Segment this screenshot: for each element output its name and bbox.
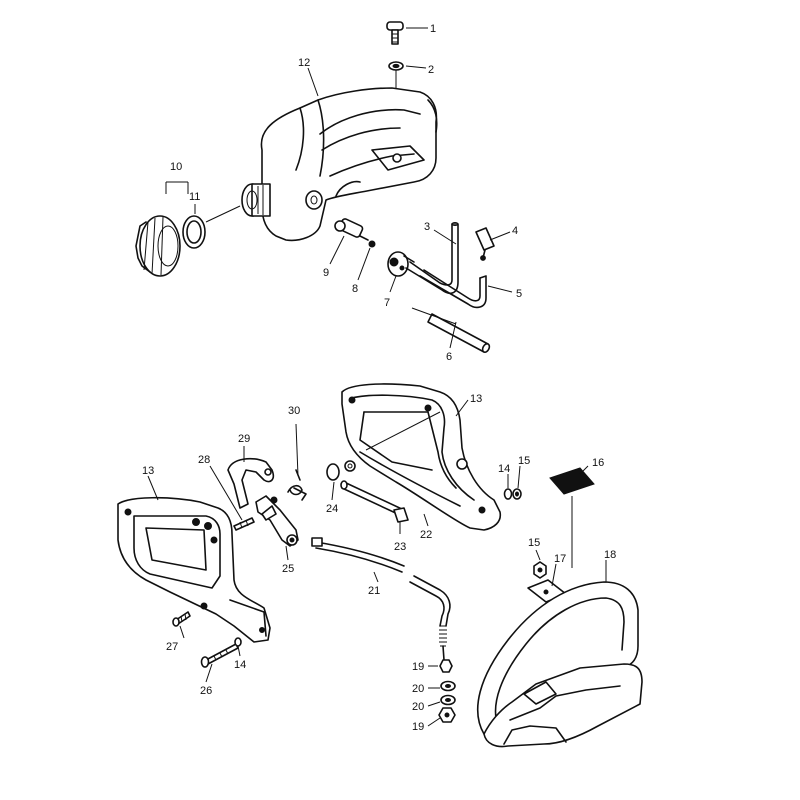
- callout-14-right: 14: [498, 463, 510, 475]
- callout-30: 30: [288, 405, 300, 417]
- callout-14-left: 14: [234, 659, 246, 671]
- callout-13-left: 13: [142, 465, 154, 477]
- callout-20-upper: 20: [412, 683, 424, 695]
- callout-11: 11: [189, 191, 200, 203]
- screw-part-27: [172, 611, 191, 627]
- throttle-cable-part-21: [311, 537, 451, 661]
- nut-part-15-lower: [533, 561, 547, 579]
- pin-part-28: [233, 517, 255, 531]
- callout-23: 23: [394, 541, 406, 553]
- nut-part-15-upper: [512, 488, 522, 500]
- callout-21: 21: [368, 585, 380, 597]
- throttle-rod-part-22: [340, 480, 405, 517]
- callout-labels: 1 2 3 4 5 6 7 8 9 10 11 12 13 13 14 14 1…: [142, 23, 616, 733]
- throttle-lever-part-25: [255, 495, 299, 547]
- callout-10: 10: [170, 161, 182, 173]
- callout-3: 3: [424, 221, 430, 233]
- callout-22: 22: [420, 529, 432, 541]
- callout-12: 12: [298, 57, 310, 69]
- leader-lines: [147, 27, 607, 727]
- nut-part-14-right: [503, 488, 513, 500]
- callout-27: 27: [166, 641, 178, 653]
- fuel-hose-part-5: [419, 269, 487, 309]
- callout-15-upper: 15: [518, 455, 530, 467]
- fuel-fitting-part-7: [387, 251, 415, 277]
- callout-16: 16: [592, 457, 604, 469]
- swivel-joint-part-24: [326, 460, 356, 481]
- gasket-part-11: [182, 215, 206, 249]
- callout-20-lower: 20: [412, 701, 424, 713]
- callout-26: 26: [200, 685, 212, 697]
- front-handle-part-18: [476, 581, 643, 748]
- callout-19-lower: 19: [412, 721, 424, 733]
- handle-housing-left-part-13: [117, 496, 271, 643]
- fuel-cap-part-10: [135, 215, 181, 277]
- callout-9: 9: [323, 267, 329, 279]
- connector-part-23: [393, 507, 409, 534]
- callout-17: 17: [554, 553, 566, 565]
- screw-part-1: [386, 21, 404, 45]
- callout-29: 29: [238, 433, 250, 445]
- callout-18: 18: [604, 549, 616, 561]
- washer-part-2: [388, 61, 404, 71]
- callout-2: 2: [428, 64, 434, 76]
- callout-19-upper: 19: [412, 661, 424, 673]
- handle-assembly: [117, 383, 643, 748]
- fuel-tank-part-12: [241, 87, 438, 242]
- handle-housing-right-part-13: [341, 383, 502, 531]
- rubber-tube-part-6: [427, 313, 491, 354]
- callout-13-upper: 13: [470, 393, 482, 405]
- callout-7: 7: [384, 297, 390, 309]
- fuel-strainer-part-4: [475, 227, 495, 261]
- fuel-tank-assembly: [135, 21, 495, 354]
- throttle-trigger-part-29: [227, 457, 275, 509]
- washer-part-20-upper: [440, 680, 456, 692]
- callout-15-lower: 15: [528, 537, 540, 549]
- bolt-part-26: [200, 643, 239, 668]
- nut-part-19-bottom: [438, 707, 456, 723]
- washer-part-20-lower: [440, 694, 456, 706]
- callout-28: 28: [198, 454, 210, 466]
- callout-4: 4: [512, 225, 518, 237]
- decal-part-16: [549, 467, 595, 495]
- adjuster-nut-stack: [438, 659, 456, 723]
- callout-8: 8: [352, 283, 358, 295]
- fuel-filter-part-9: [334, 218, 369, 241]
- spring-part-30: [287, 423, 307, 501]
- nut-part-14-left: [234, 637, 242, 647]
- grommet-part-8: [368, 240, 376, 248]
- callout-24: 24: [326, 503, 338, 515]
- nut-part-19-top: [439, 659, 453, 673]
- callout-25: 25: [282, 563, 294, 575]
- callout-1: 1: [430, 23, 436, 35]
- callout-5: 5: [516, 288, 522, 300]
- callout-6: 6: [446, 351, 452, 363]
